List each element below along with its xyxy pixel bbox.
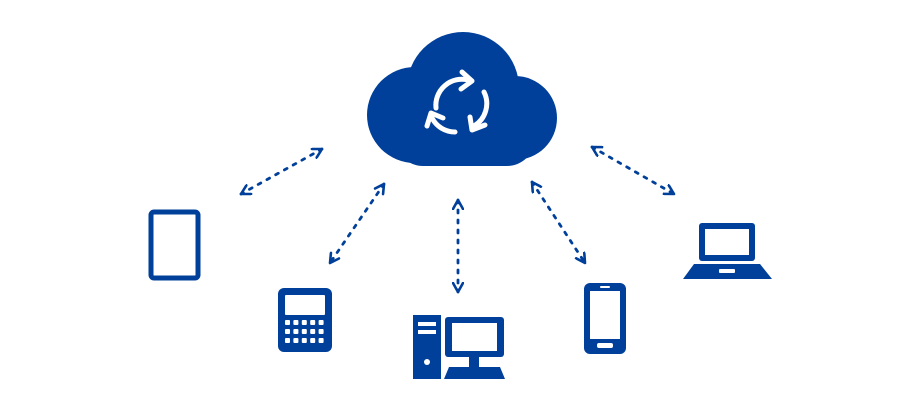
keyboard-key xyxy=(293,320,299,325)
keyboard-key xyxy=(293,338,299,343)
connection-arrows xyxy=(239,145,676,294)
sync-arrows-icon xyxy=(424,69,490,135)
cloud-sync-icon xyxy=(367,32,557,166)
smartphone-icon xyxy=(584,283,626,354)
connection-arrow-laptop xyxy=(590,145,676,196)
keyboard-key xyxy=(318,329,324,334)
keyboard-key xyxy=(310,329,316,334)
keyboard-key xyxy=(310,320,316,325)
laptop-icon xyxy=(683,223,772,279)
desktop-computer-icon xyxy=(413,315,505,379)
keyboard-key xyxy=(301,329,307,334)
connection-arrow-smartphone xyxy=(530,180,587,265)
connection-arrow-tablet xyxy=(239,147,324,196)
keyboard-key xyxy=(285,329,290,334)
keyboard-key xyxy=(301,320,307,325)
keyboard-key xyxy=(301,338,307,343)
keyboard-key xyxy=(318,338,324,343)
keyboard-key xyxy=(285,320,290,325)
keyboard-key xyxy=(310,338,316,343)
tablet-icon xyxy=(148,209,201,281)
connection-arrow-blackberry-phone xyxy=(328,182,386,265)
keyboard-phone-icon xyxy=(278,288,332,352)
keyboard-key xyxy=(293,329,299,334)
keyboard-key xyxy=(318,320,324,325)
keyboard-key xyxy=(285,338,290,343)
